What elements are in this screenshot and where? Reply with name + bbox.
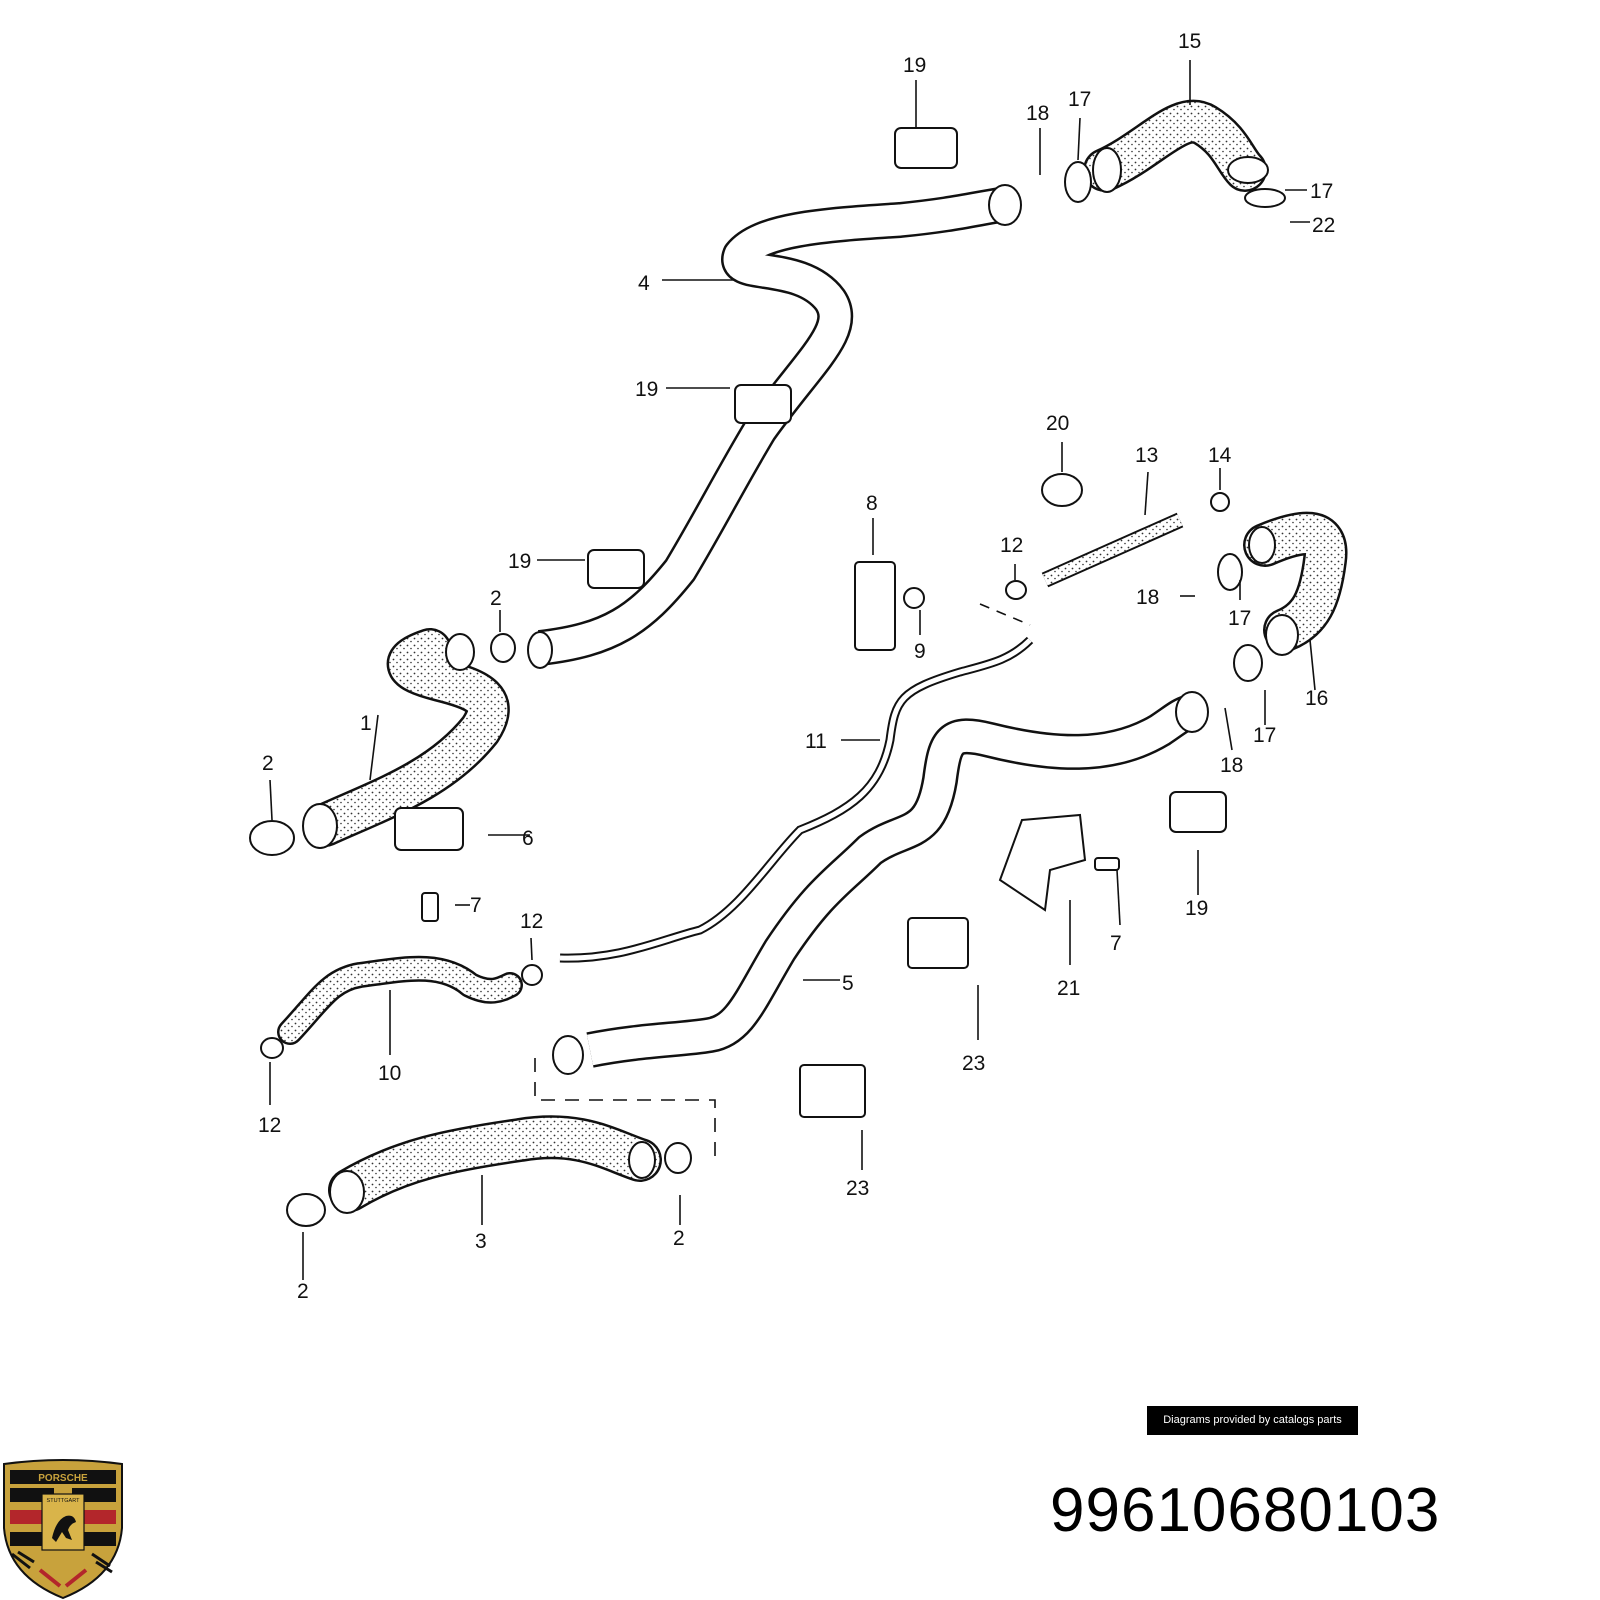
callout-7: 7 [470,894,482,917]
hose-clamps [249,161,1286,1227]
leader-lines [269,60,1316,1280]
callout-17: 17 [1253,724,1276,747]
callout-16: 16 [1305,687,1328,710]
callout-3: 3 [475,1230,487,1253]
callout-23: 23 [962,1052,985,1075]
callout-7: 7 [1110,932,1122,955]
callout-5: 5 [842,972,854,995]
callout-12: 12 [1000,534,1023,557]
callout-23: 23 [846,1177,869,1200]
pipe-4 [527,184,1022,669]
callout-18: 18 [1136,586,1159,609]
part-number: 99610680103 [1050,1476,1441,1545]
callout-22: 22 [1312,214,1335,237]
callout-2: 2 [297,1280,309,1303]
callout-18: 18 [1026,102,1049,125]
callout-19: 19 [903,54,926,77]
callout-19: 19 [1185,897,1208,920]
callout-13: 13 [1135,444,1158,467]
callout-19: 19 [508,550,531,573]
callout-21: 21 [1057,977,1080,1000]
callout-6: 6 [522,827,534,850]
callout-2: 2 [262,752,274,775]
logo-wordmark: PORSCHE [38,1473,88,1484]
callout-12: 12 [520,910,543,933]
callout-19: 19 [635,378,658,401]
pipe-13 [1041,512,1184,588]
callout-17: 17 [1068,88,1091,111]
pipe-5 [552,691,1209,1075]
callout-15: 15 [1178,30,1201,53]
callout-14: 14 [1208,444,1232,467]
callout-11: 11 [805,730,827,753]
callout-12: 12 [258,1114,281,1137]
callout-1: 1 [360,712,372,735]
pipe-11 [559,636,1034,963]
hose-1 [302,628,510,849]
hose-3 [328,1115,662,1214]
callout-17: 17 [1310,180,1333,203]
callout-2: 2 [673,1227,685,1250]
hose-16 [1243,511,1348,656]
callout-labels: 1 2 2 2 2 3 4 5 6 7 7 8 9 10 11 12 12 12… [258,30,1335,1303]
callout-18: 18 [1220,754,1243,777]
callout-9: 9 [914,640,926,663]
logo-city: STUTTGART [47,1498,81,1504]
callout-4: 4 [638,272,650,295]
callout-2: 2 [490,587,502,610]
hose-15 [1083,99,1269,193]
callout-10: 10 [378,1062,401,1085]
hose-10 [277,955,523,1045]
brackets [394,127,1227,1118]
callout-8: 8 [866,492,878,515]
porsche-crest-logo: PORSCHE STUTTGART [3,1459,123,1600]
diagram-credit-badge: Diagrams provided by catalogs parts [1147,1406,1358,1435]
callout-17: 17 [1228,607,1251,630]
callout-20: 20 [1046,412,1069,435]
